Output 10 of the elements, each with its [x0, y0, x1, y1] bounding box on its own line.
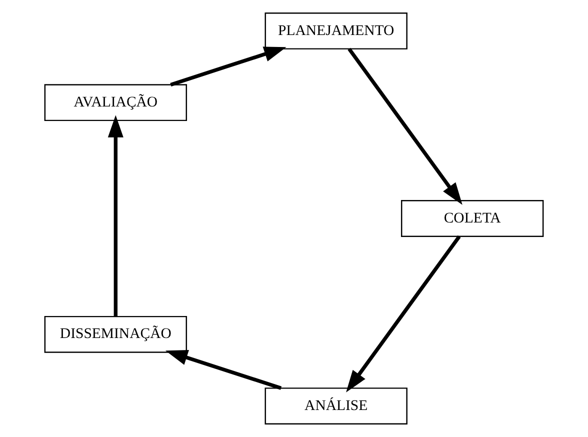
- arrow: [165, 350, 282, 390]
- node-box: COLETA: [400, 200, 544, 237]
- node-box: PLANEJAMENTO: [264, 12, 408, 50]
- node-box: AVALIAÇÃO: [44, 84, 188, 122]
- arrow: [346, 235, 461, 392]
- arrow: [348, 48, 462, 205]
- node-box: DISSEMINAÇÃO: [44, 316, 188, 353]
- arrow: [170, 46, 286, 86]
- node-box: ANÁLISE: [264, 388, 408, 424]
- arrow: [108, 115, 124, 316]
